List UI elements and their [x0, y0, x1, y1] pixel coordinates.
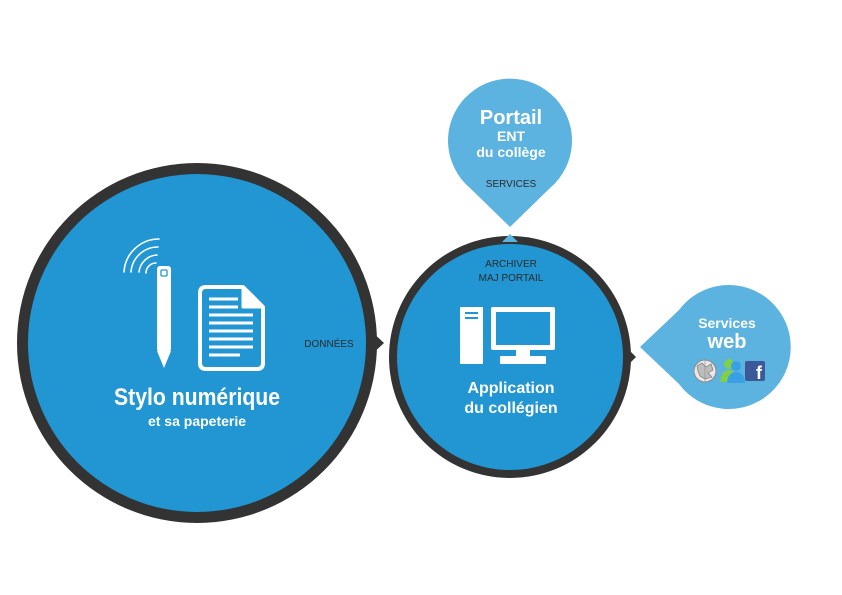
portal-subtitle-college: du collège — [476, 144, 545, 160]
messenger-icon — [720, 359, 745, 383]
web-node: Services web f — [640, 285, 791, 409]
web-title-services: Services — [698, 315, 756, 331]
portal-title: Portail — [480, 107, 542, 129]
facebook-letter: f — [756, 363, 763, 383]
digital-pen-icon — [157, 266, 171, 368]
facebook-icon: f — [745, 361, 765, 383]
portal-services-label: SERVICES — [486, 179, 537, 190]
app-node-right-arrow — [628, 349, 636, 365]
pen-node-arrow — [370, 330, 384, 356]
portal-subtitle-ent: ENT — [497, 128, 525, 144]
wifi-signal-icon — [123, 238, 160, 274]
app-title-line1: Application — [467, 380, 554, 397]
pen-node-title: Stylo numérique — [114, 384, 280, 411]
app-top-label-maj-portail: MAJ PORTAIL — [479, 273, 544, 284]
portal-node-bubble — [447, 78, 572, 228]
app-node-top-arrow — [502, 234, 518, 242]
wikipedia-icon — [693, 359, 717, 383]
app-top-label-archiver: ARCHIVER — [485, 259, 537, 270]
web-title-web: web — [707, 331, 747, 353]
computer-tower-icon — [460, 307, 483, 364]
monitor-icon — [491, 307, 555, 364]
pen-node-subtitle: et sa papeterie — [148, 413, 246, 429]
app-node: ARCHIVER MAJ PORTAIL Application du coll… — [389, 234, 636, 478]
document-icon — [198, 285, 265, 371]
connector-label-donnees: DONNÉES — [304, 337, 354, 350]
pen-node: Stylo numérique et sa papeterie — [17, 163, 384, 523]
portal-node: Portail ENT du collège SERVICES — [447, 78, 572, 228]
app-title-line2: du collégien — [464, 400, 557, 417]
pen-node-disc — [28, 174, 366, 512]
